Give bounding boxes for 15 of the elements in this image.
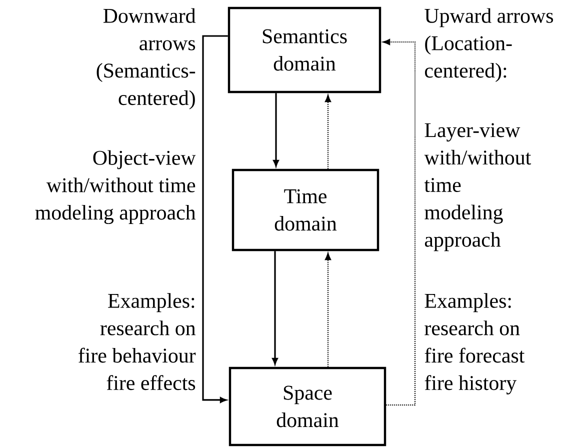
arrow	[324, 252, 332, 368]
arrow	[324, 94, 332, 170]
arrow	[382, 38, 416, 406]
arrow	[202, 35, 228, 403]
domain-box: Time domain	[232, 168, 380, 252]
annotation-text: Downward arrows (Semantics-centered)	[96, 8, 196, 110]
arrow	[272, 251, 278, 364]
domain-box: Space domain	[228, 366, 386, 446]
annotation-text: Upward arrows (Location-centered):	[424, 8, 553, 82]
arrow	[273, 93, 279, 166]
annotation-text: Examples: research on fire forecast fire history	[424, 293, 525, 394]
annotation-text: Object-view with/without time modeling approach	[35, 150, 196, 224]
domain-box: Semantics domain	[228, 6, 382, 94]
annotation-text: Examples: research on fire behaviour fire effects	[78, 293, 196, 390]
annotation-text: Layer-view with/without time modeling approach	[424, 123, 532, 252]
